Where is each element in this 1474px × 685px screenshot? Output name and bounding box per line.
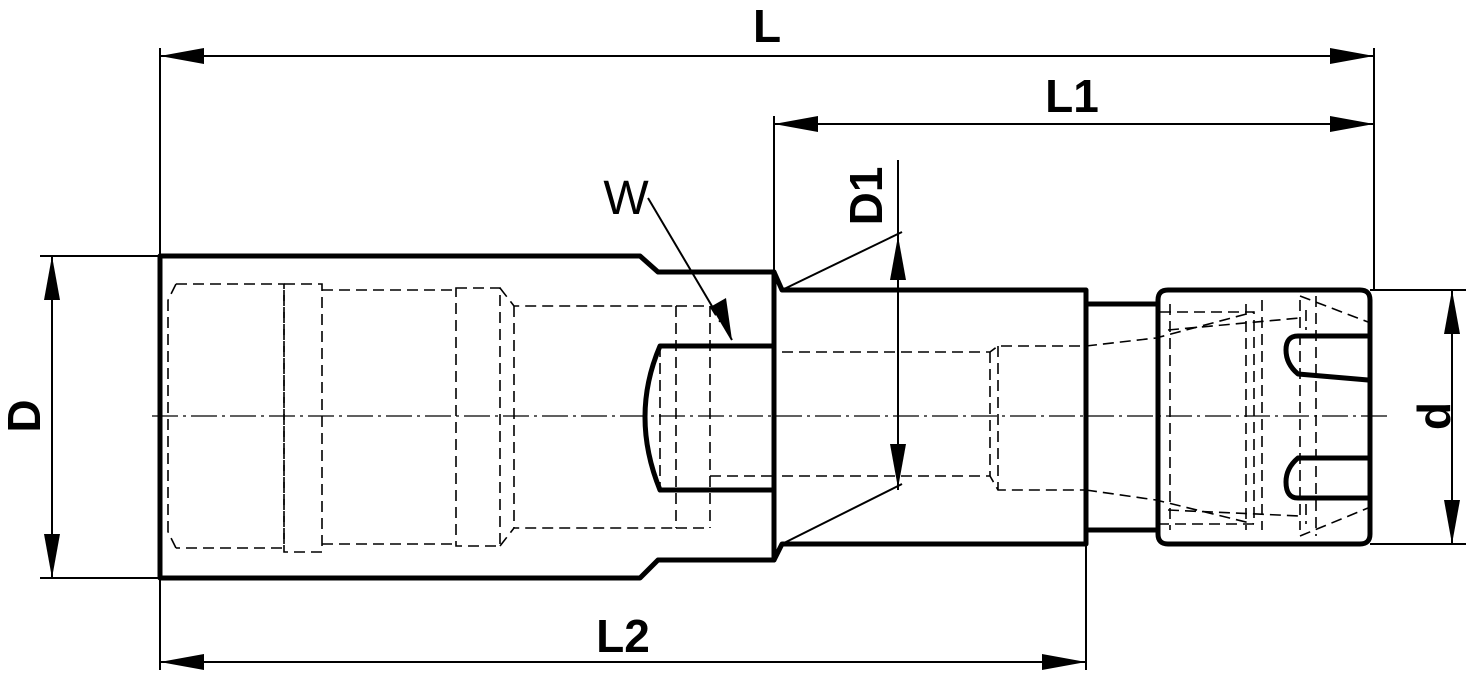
- dimension-d: d: [1370, 289, 1466, 545]
- dimension-D: D: [0, 255, 160, 579]
- dimension-L: L: [159, 0, 1375, 290]
- collet-nut: [1155, 287, 1373, 547]
- collet-slot-lower: [1283, 455, 1371, 501]
- collet-slot-upper: [1283, 333, 1371, 383]
- label-W: W: [603, 172, 649, 225]
- dimension-L1: L1: [773, 70, 1374, 272]
- threaded-pin: [642, 343, 777, 493]
- shank-body: [157, 253, 777, 581]
- tool-holder-outline: [157, 253, 1373, 581]
- label-L: L: [753, 0, 781, 52]
- neck: [1083, 301, 1161, 533]
- label-D: D: [0, 399, 50, 432]
- label-D1: D1: [840, 167, 892, 226]
- dimension-L2: L2: [159, 544, 1087, 670]
- leader-W: W: [603, 172, 733, 341]
- middle-cylinder: [771, 269, 1089, 563]
- label-L1: L1: [1045, 70, 1099, 122]
- label-d: d: [1408, 402, 1460, 430]
- hidden-lines: [167, 283, 1369, 553]
- dimension-D1: D1: [781, 160, 906, 545]
- label-L2: L2: [596, 610, 650, 662]
